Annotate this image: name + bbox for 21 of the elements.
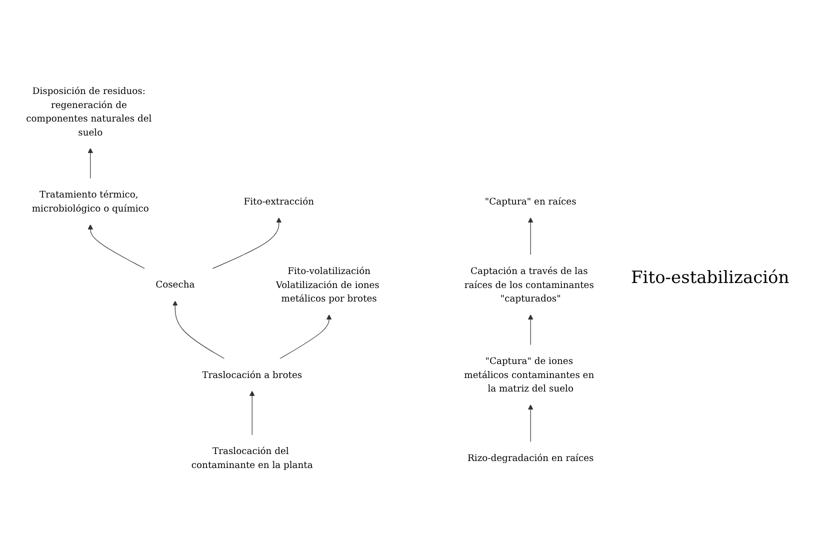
arrow xyxy=(279,314,332,360)
node-text: Disposición de residuos: regeneración de componentes naturales del suelo xyxy=(26,85,152,138)
node-text: Captación a través de las raíces de los contaminantes "capturados" xyxy=(464,265,594,304)
node-text: Fito-volatilización Volatilización de iones metálicos por brotes xyxy=(276,265,380,304)
arrow xyxy=(212,217,282,270)
node-text: "Captura" de iones metálicos contaminantes en la matriz del suelo xyxy=(464,356,594,394)
node-text: "Captura" en raíces xyxy=(484,196,576,207)
node-text: Rizo-degradación en raíces xyxy=(467,452,594,464)
arrow xyxy=(528,314,534,346)
arrow xyxy=(172,300,226,360)
note-label: Fito-estabilización xyxy=(631,268,790,288)
node-text: Fito-extracción xyxy=(244,196,314,207)
node-text: Traslocación del contaminante en la planta xyxy=(191,446,313,470)
arrow xyxy=(88,148,94,180)
node-text: Tratamiento térmico, microbiológico o químico xyxy=(32,189,149,214)
arrow xyxy=(249,390,255,436)
arrow xyxy=(528,404,534,442)
node-text: Cosecha xyxy=(156,279,195,290)
node-text: Traslocación a brotes xyxy=(202,369,302,380)
arrow xyxy=(528,217,534,256)
arrow xyxy=(88,224,146,270)
